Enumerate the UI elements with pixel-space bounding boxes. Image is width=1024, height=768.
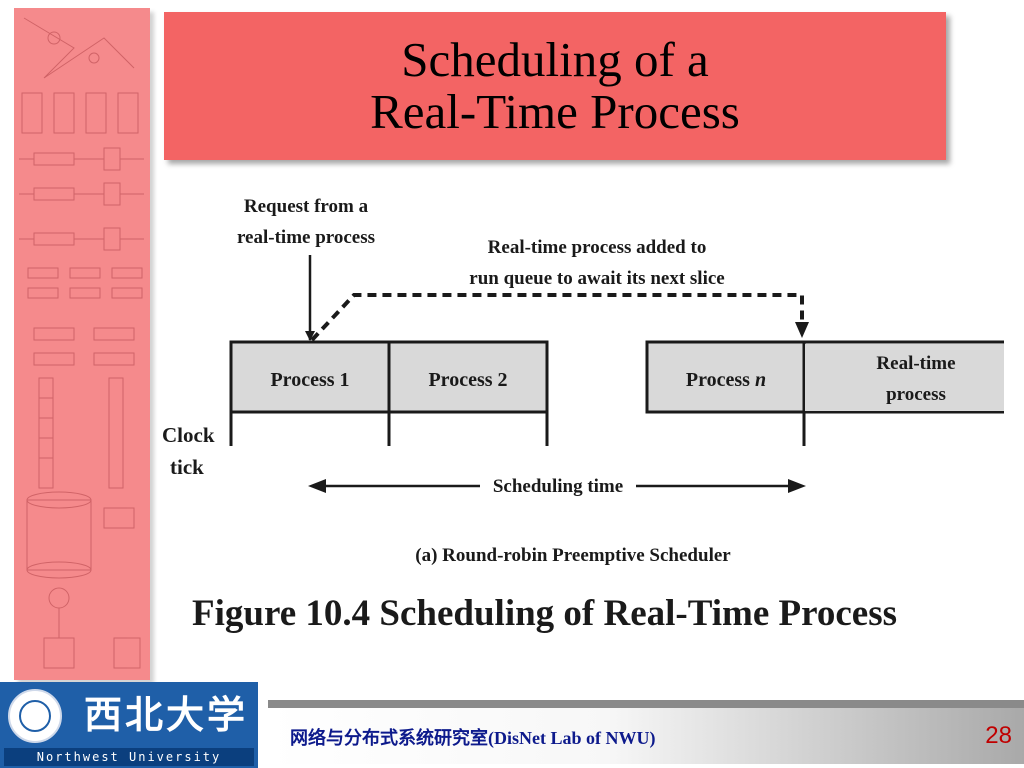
scheduling-time-label: Scheduling time [493, 476, 623, 497]
university-logo: 西北大学 Northwest University [0, 682, 258, 768]
scheduling-diagram: Request from a real-time process Real-ti… [162, 196, 1004, 566]
request-label-line-1: Request from a [244, 196, 369, 217]
lab-name-en: (DisNet Lab of NWU) [488, 728, 656, 748]
lab-name-cn: 网络与分布式系统研究室 [290, 728, 488, 749]
request-label-line-2: real-time process [237, 227, 375, 248]
university-seal-icon [8, 689, 62, 743]
process-2-label: Process 2 [428, 369, 507, 391]
scheduling-time-arrow-right [788, 479, 806, 493]
decorative-side-strip [14, 8, 150, 680]
requeue-arrow-head [795, 322, 809, 338]
process-1-label: Process 1 [270, 369, 349, 391]
slide-title-line-1: Scheduling of a [401, 32, 709, 87]
process-n-label: Process n [686, 369, 766, 391]
page-number: 28 [985, 722, 1012, 749]
process-2-box [387, 340, 549, 414]
real-time-process-label-line-1: Real-time [876, 353, 955, 374]
requeue-dashed-arrow [310, 293, 804, 342]
university-name-cn: 西北大学 [84, 692, 249, 737]
figure-caption: Figure 10.4 Scheduling of Real-Time Proc… [192, 593, 898, 634]
clock-label-line-2: tick [170, 455, 204, 479]
real-time-process-label-line-2: process [886, 384, 946, 405]
slide-title-line-2: Real-Time Process [370, 84, 740, 139]
real-time-process-box [805, 344, 1004, 411]
clock-label-line-1: Clock [162, 423, 215, 447]
added-label-line-1: Real-time process added to [488, 237, 707, 258]
university-name-en: Northwest University [4, 748, 254, 766]
added-label-line-2: run queue to await its next slice [469, 268, 724, 289]
process-n-box [645, 340, 806, 414]
scheduling-time-arrow-left [308, 479, 326, 493]
title-box: Scheduling of a Real-Time Process [164, 12, 946, 160]
diagram-subcaption: (a) Round-robin Preemptive Scheduler [415, 545, 731, 566]
decorative-circuit-pattern [19, 17, 144, 669]
clock-ticks [229, 412, 806, 446]
lab-name: 网络与分布式系统研究室(DisNet Lab of NWU) [290, 724, 655, 750]
footer-bar: 网络与分布式系统研究室(DisNet Lab of NWU) 28 [268, 700, 1024, 764]
real-time-process-box-outline [802, 340, 1004, 414]
